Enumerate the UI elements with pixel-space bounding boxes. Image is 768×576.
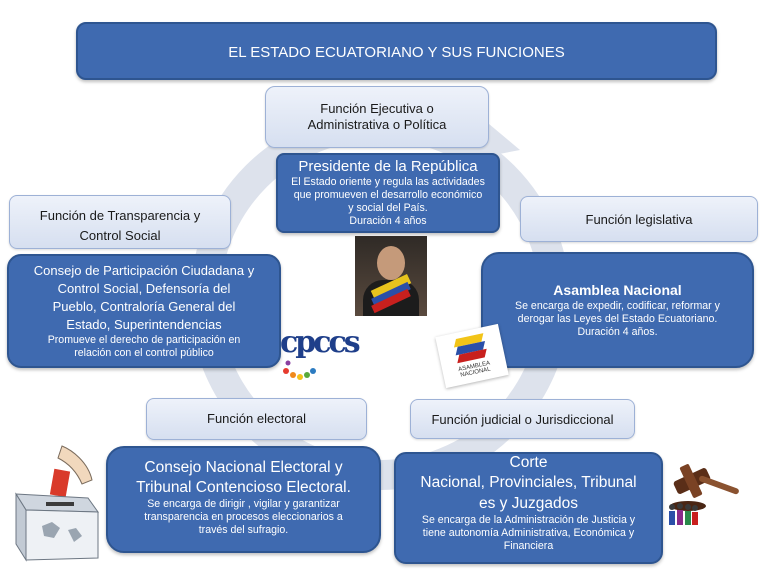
legislativa-desc-line2: derogar las Leyes del Estado Ecuatoriano… <box>517 313 718 325</box>
transparencia-label-line2: Control Social <box>79 228 161 243</box>
legislativa-desc-line1: Se encarga de expedir, codificar, reform… <box>515 300 720 312</box>
transparencia-desc-line2: relación con el control público <box>74 347 214 359</box>
electoral-desc-line2: transparencia en procesos eleccionarios … <box>144 511 343 523</box>
judicial-desc-line1: Se encarga de la Administración de Justi… <box>421 514 636 526</box>
ejecutiva-desc-line3: y social del País. <box>348 202 428 214</box>
ejecutiva-desc-line4: Duración 4 años <box>349 215 427 227</box>
judicial-body-line3: es y Juzgados <box>478 495 579 512</box>
cpccs-logo: cpccs <box>276 325 361 381</box>
president-photo <box>355 236 427 316</box>
electoral-label: Función electoral <box>207 411 306 426</box>
ejecutiva-desc-line2: que promueven el desarrollo económico <box>293 189 483 201</box>
presidente-title: Presidente de la República <box>298 158 478 175</box>
label-funcion-judicial: Función judicial o Jurisdiccional <box>410 399 635 439</box>
label-funcion-legislativa: Función legislativa <box>520 196 758 242</box>
label-funcion-ejecutiva: Función Ejecutiva o Administrativa o Pol… <box>265 86 489 148</box>
box-consejo-electoral: Consejo Nacional Electoral y Tribunal Co… <box>106 446 381 553</box>
cpccs-logo-text: cpccs <box>280 325 361 360</box>
label-funcion-transparencia: Función de Transparencia y Control Socia… <box>9 195 231 249</box>
ejecutiva-label-line1: Función Ejecutiva o <box>320 101 434 116</box>
judicial-body-line1: Corte <box>509 454 548 471</box>
transparencia-body-line2: Control Social, Defensoría del <box>57 281 231 296</box>
ejecutiva-desc-line1: El Estado oriente y regula las actividad… <box>291 176 485 188</box>
transparencia-body-line1: Consejo de Participación Ciudadana y <box>33 263 255 278</box>
box-presidente: Presidente de la República El Estado ori… <box>276 153 500 233</box>
judicial-label: Función judicial o Jurisdiccional <box>431 412 614 427</box>
electoral-desc-line3: través del sufragio. <box>198 524 289 536</box>
judicial-desc-line3: Financiera <box>503 540 554 552</box>
electoral-desc-line1: Se encarga de dirigir , vigilar y garant… <box>147 498 340 510</box>
title-banner: EL ESTADO ECUATORIANO Y SUS FUNCIONES <box>76 22 717 80</box>
transparencia-body-line3: Pueblo, Contraloría General del <box>52 299 236 314</box>
transparencia-desc-line1: Promueve el derecho de participación en <box>47 334 241 346</box>
legislativa-label: Función legislativa <box>585 212 693 227</box>
judicial-body-line2: Nacional, Provinciales, Tribunal <box>420 474 637 491</box>
box-consejo-participacion: Consejo de Participación Ciudadana y Con… <box>7 254 281 368</box>
asamblea-title: Asamblea Nacional <box>553 282 682 298</box>
electoral-body-line2: Tribunal Contencioso Electoral. <box>136 479 351 496</box>
ejecutiva-label-line2: Administrativa o Política <box>307 117 447 132</box>
electoral-body-line1: Consejo Nacional Electoral y <box>144 459 343 476</box>
box-corte-nacional: Corte Nacional, Provinciales, Tribunal e… <box>394 452 663 564</box>
box-asamblea-nacional: Asamblea Nacional Se encarga de expedir,… <box>481 252 754 368</box>
transparencia-body-line4: Estado, Superintendencias <box>66 317 222 332</box>
ballot-box-illustration <box>2 440 104 564</box>
judicial-desc-line2: tiene autonomía Administrativa, Económic… <box>422 527 635 539</box>
page-title: EL ESTADO ECUATORIANO Y SUS FUNCIONES <box>228 44 565 61</box>
legislativa-desc-line3: Duración 4 años. <box>577 326 658 338</box>
people-group-icon <box>666 500 700 528</box>
transparencia-label-line1: Función de Transparencia y <box>39 208 201 223</box>
label-funcion-electoral: Función electoral <box>146 398 367 440</box>
